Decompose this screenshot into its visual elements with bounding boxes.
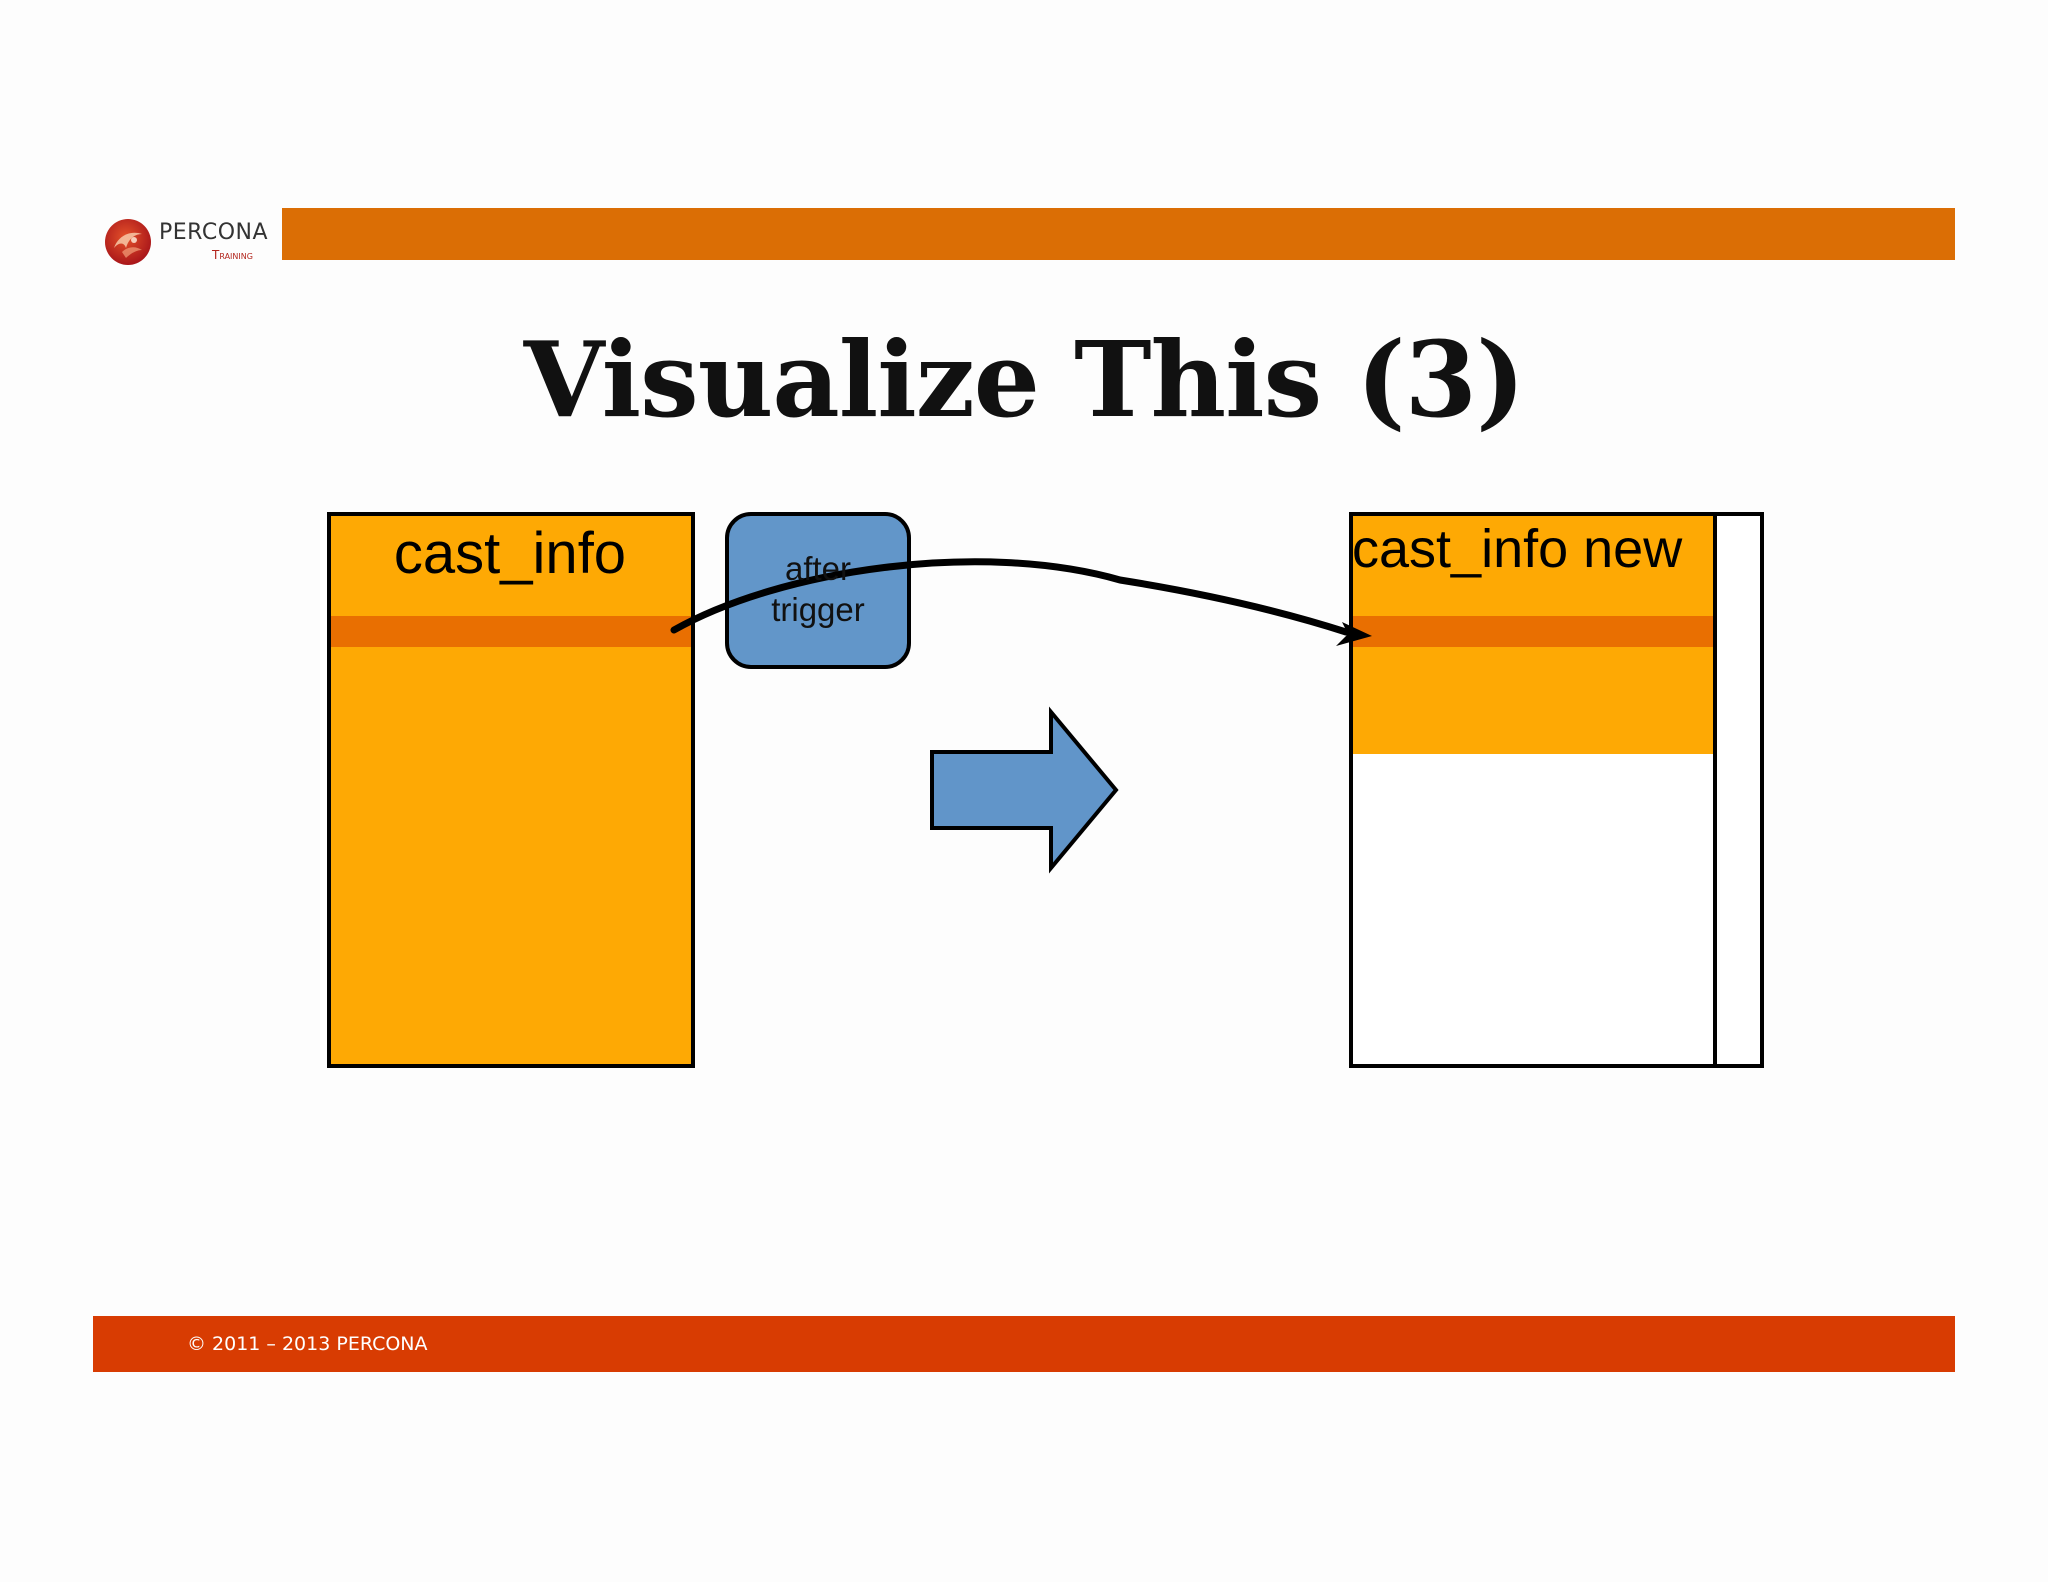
brand-subtitle: Training xyxy=(212,248,253,262)
header-bar xyxy=(282,208,1955,260)
percona-logo: PERCONA Training xyxy=(104,214,274,274)
trigger-label: after trigger xyxy=(727,548,909,630)
footer-copyright: © 2011 – 2013 PERCONA xyxy=(187,1333,428,1355)
footer-bar xyxy=(93,1316,1955,1372)
transform-arrow xyxy=(930,706,1119,874)
trigger-box xyxy=(725,512,911,669)
right-table-highlight-row xyxy=(1353,616,1714,647)
copy-arrow-head xyxy=(1336,622,1372,646)
right-table-label: cast_info new xyxy=(1352,519,1683,579)
left-table-box xyxy=(327,512,695,1068)
trigger-label-line1: after xyxy=(784,550,852,587)
brand-name: PERCONA xyxy=(159,220,269,245)
slide-title: Visualize This (3) xyxy=(523,318,1525,441)
trigger-label-line2: trigger xyxy=(771,591,865,628)
percona-logo-icon xyxy=(105,219,151,265)
left-table-label: cast_info xyxy=(393,521,627,586)
left-table-highlight-row xyxy=(331,616,691,647)
copy-arrow-curve xyxy=(670,558,1350,636)
